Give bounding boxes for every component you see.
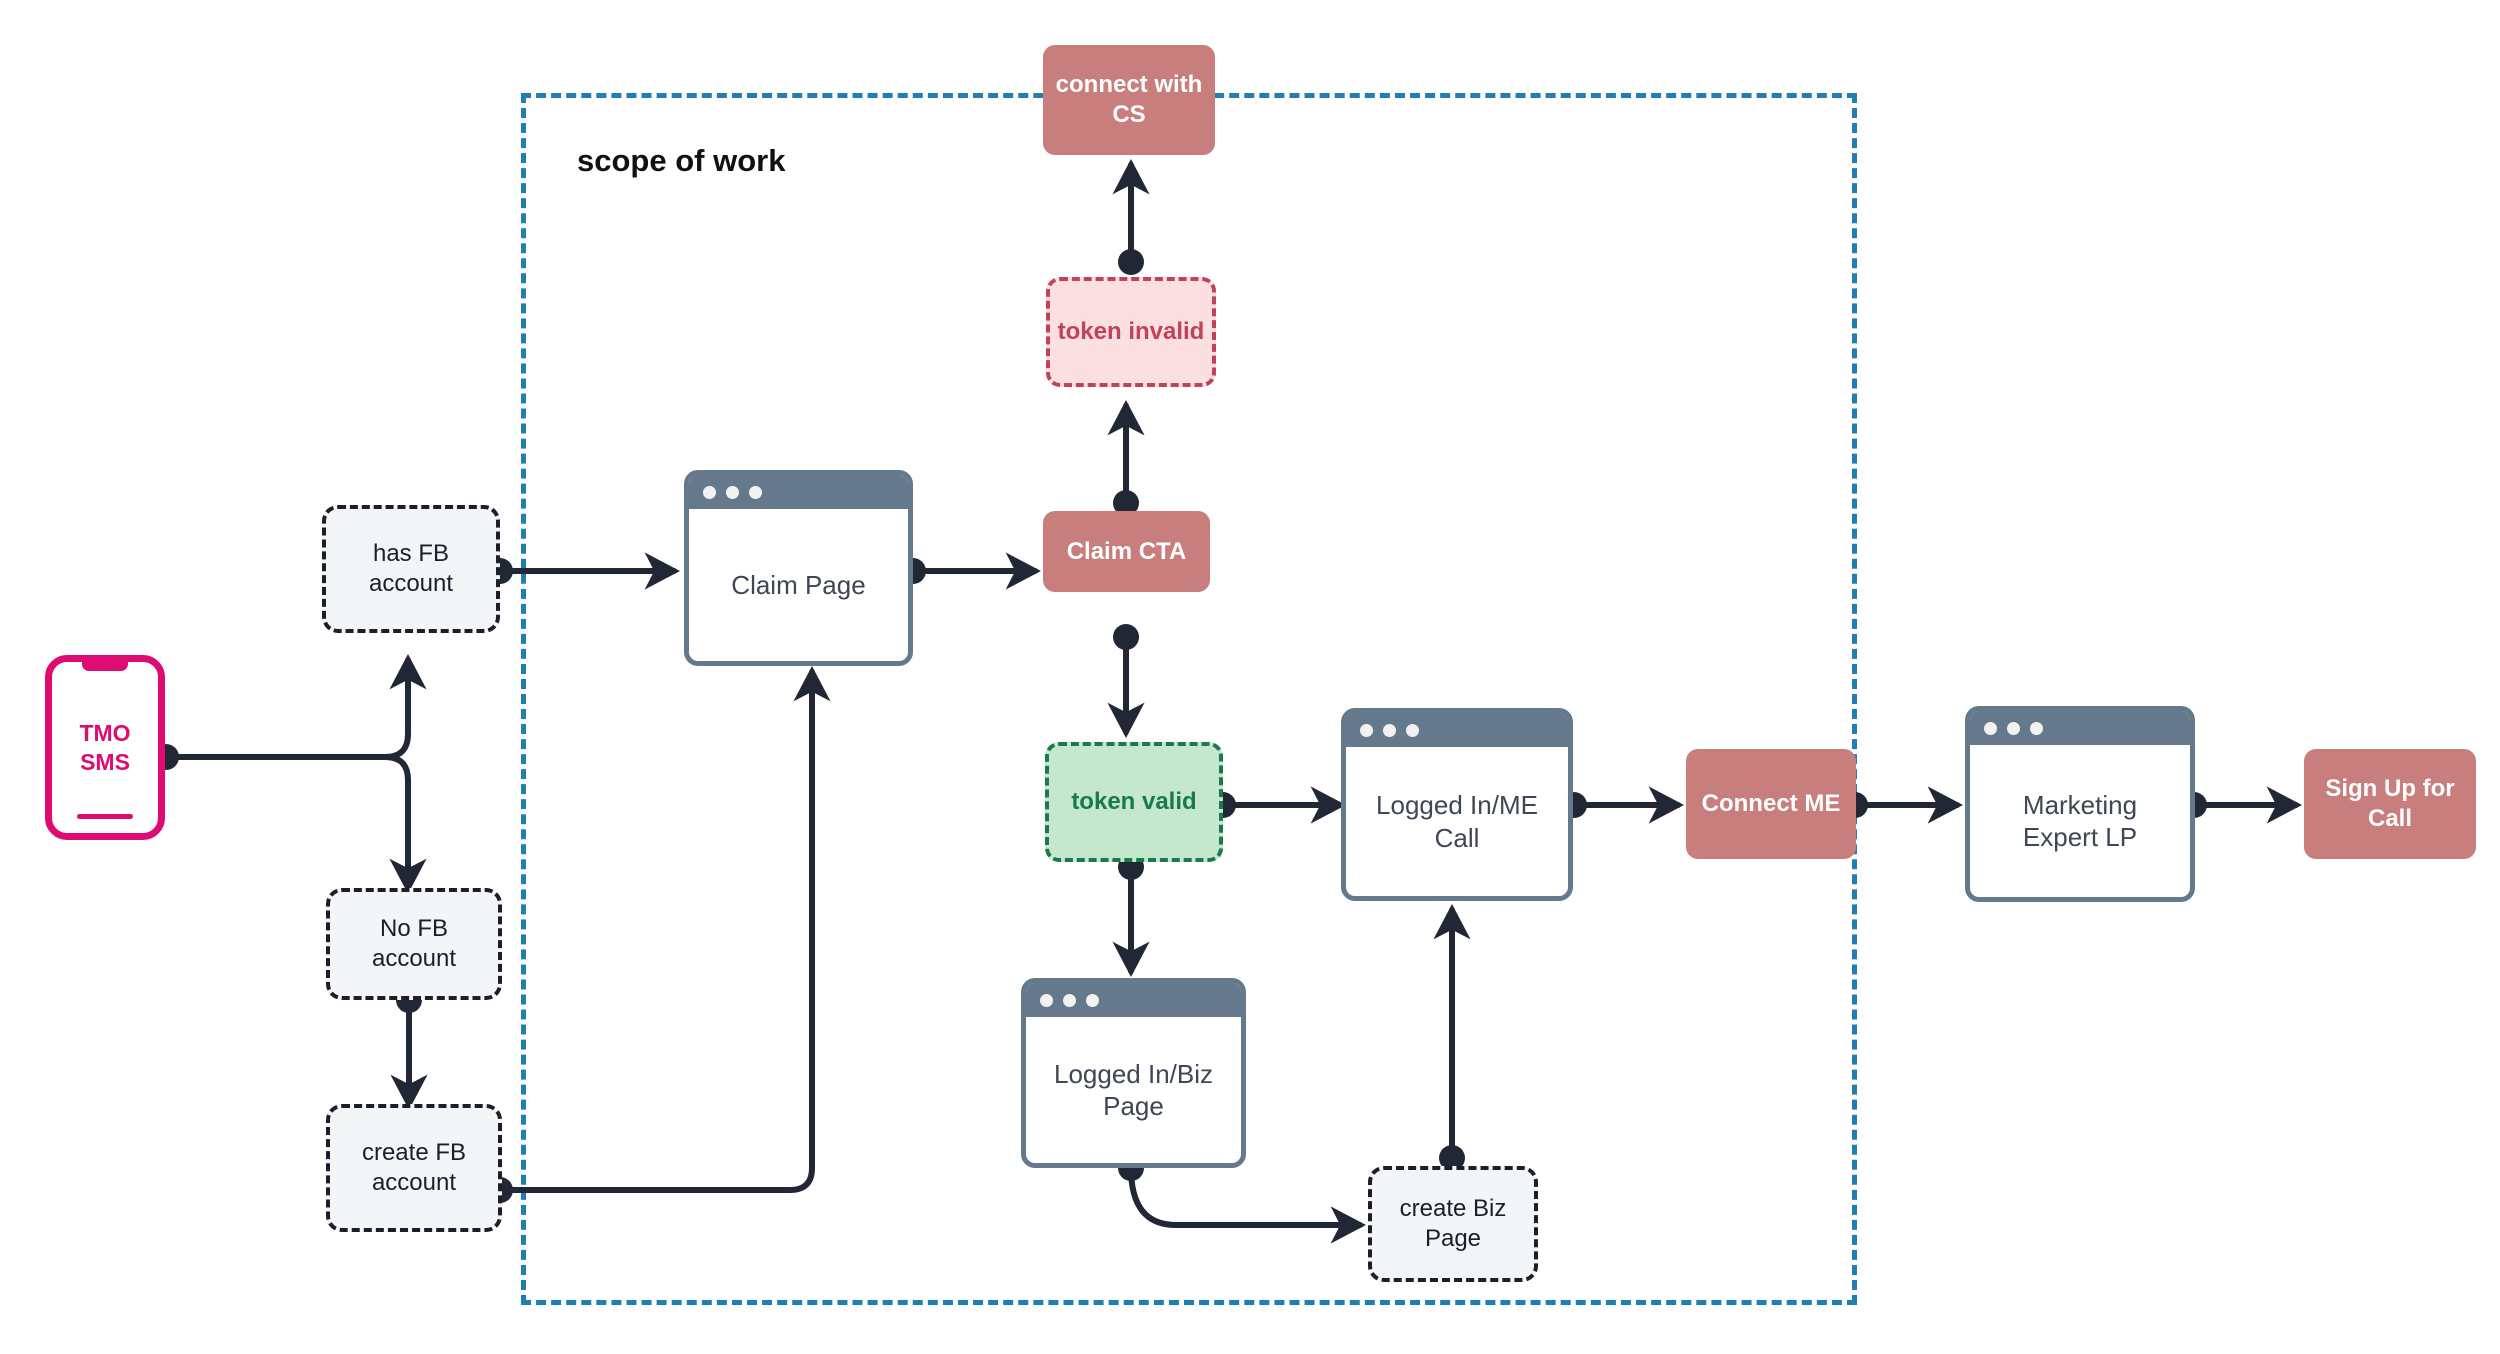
browser-dot-red-icon xyxy=(703,485,716,499)
node-create-fb-account[interactable]: create FB account xyxy=(326,1104,502,1232)
node-logged-in-biz-page-label: Logged In/Biz Page xyxy=(1053,1058,1213,1122)
edge-tmo-to-has-fb xyxy=(163,653,427,760)
node-token-invalid-label: token invalid xyxy=(1057,318,1205,345)
phone-home-indicator-icon xyxy=(77,814,133,819)
node-connect-me[interactable]: Connect ME xyxy=(1686,749,1856,859)
node-connect-with-cs[interactable]: connect with CS xyxy=(1043,45,1215,155)
browser-titlebar xyxy=(1346,713,1568,747)
browser-titlebar xyxy=(1026,983,1241,1017)
node-marketing-expert-lp-label: Marketing Expert LP xyxy=(2022,789,2138,853)
node-claim-cta-label: Claim CTA xyxy=(1066,537,1187,565)
browser-dot-yellow-icon xyxy=(726,485,739,499)
browser-dot-green-icon xyxy=(749,485,762,499)
node-token-valid-label: token valid xyxy=(1071,788,1197,815)
node-claim-page-label: Claim Page xyxy=(731,569,866,600)
node-has-fb-account-label: has FB account xyxy=(368,540,454,597)
node-token-invalid[interactable]: token invalid xyxy=(1046,277,1216,387)
node-sign-up-for-call-label: Sign Up for Call xyxy=(2325,775,2455,832)
node-marketing-expert-lp[interactable]: Marketing Expert LP xyxy=(1965,706,2195,902)
browser-dot-yellow-icon xyxy=(1063,993,1076,1007)
node-claim-page[interactable]: Claim Page xyxy=(684,470,913,666)
node-sign-up-for-call[interactable]: Sign Up for Call xyxy=(2304,749,2476,859)
node-no-fb-account-label: No FB account xyxy=(371,915,457,972)
phone-notch-icon xyxy=(82,661,128,671)
scope-of-work-label: scope of work xyxy=(577,143,786,178)
node-create-biz-page-label: create Biz Page xyxy=(1399,1195,1507,1252)
browser-dot-red-icon xyxy=(1040,993,1053,1007)
edge-tmo-to-no-fb xyxy=(163,754,427,895)
browser-dot-yellow-icon xyxy=(1383,723,1396,737)
node-logged-in-me-call-label: Logged In/ME Call xyxy=(1376,790,1538,853)
browser-dot-red-icon xyxy=(1360,723,1373,737)
node-connect-me-label: Connect ME xyxy=(1701,790,1841,817)
node-token-valid[interactable]: token valid xyxy=(1045,742,1223,862)
node-connect-with-cs-label: connect with CS xyxy=(1055,71,1203,128)
node-logged-in-biz-page[interactable]: Logged In/Biz Page xyxy=(1021,978,1246,1168)
browser-dot-green-icon xyxy=(2030,721,2043,735)
node-claim-cta[interactable]: Claim CTA xyxy=(1043,511,1210,592)
node-no-fb-account[interactable]: No FB account xyxy=(326,888,502,1000)
browser-dot-red-icon xyxy=(1984,721,1997,735)
node-has-fb-account[interactable]: has FB account xyxy=(322,505,500,633)
node-tmo-sms-label: TMO SMS xyxy=(79,719,131,775)
browser-dot-green-icon xyxy=(1406,723,1419,737)
browser-titlebar xyxy=(1970,711,2190,745)
node-logged-in-me-call[interactable]: Logged In/ME Call xyxy=(1341,708,1573,901)
browser-dot-yellow-icon xyxy=(2007,721,2020,735)
node-create-biz-page[interactable]: create Biz Page xyxy=(1368,1166,1538,1282)
node-create-fb-account-label: create FB account xyxy=(361,1139,467,1196)
browser-titlebar xyxy=(689,475,908,509)
browser-dot-green-icon xyxy=(1086,993,1099,1007)
node-tmo-sms[interactable]: TMO SMS xyxy=(45,655,165,840)
